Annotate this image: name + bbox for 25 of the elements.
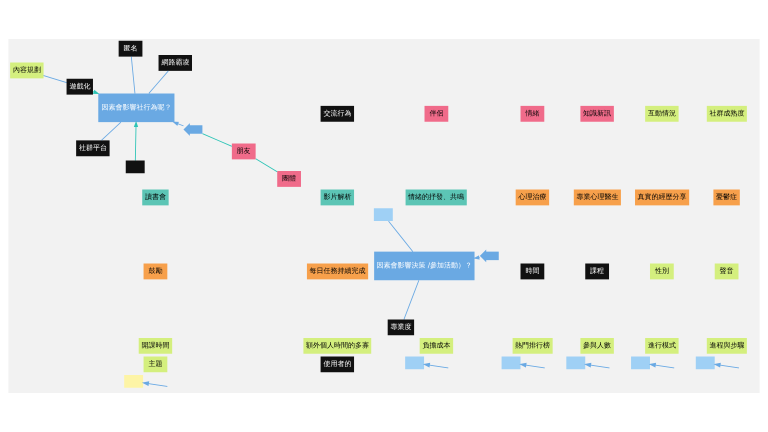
arrow (422, 362, 449, 368)
node-box (126, 160, 145, 174)
arrow (519, 362, 546, 368)
connector (148, 70, 169, 94)
node-box (502, 356, 521, 370)
node-box (566, 356, 586, 370)
connector (202, 133, 232, 147)
arrow (714, 362, 740, 368)
connector (101, 122, 122, 141)
connector (130, 56, 136, 94)
arrow (648, 362, 675, 368)
arrow (134, 120, 138, 161)
node-box (696, 356, 715, 370)
connector (388, 220, 414, 252)
arrow (584, 362, 610, 368)
arrow (142, 381, 168, 387)
node-box (631, 356, 650, 370)
arrow (172, 122, 184, 126)
node-box (405, 356, 424, 370)
node-box (374, 208, 393, 222)
node-chevron (183, 123, 202, 136)
node-box (124, 374, 144, 388)
connector (255, 158, 278, 172)
connector (43, 75, 67, 84)
connector (404, 280, 420, 320)
